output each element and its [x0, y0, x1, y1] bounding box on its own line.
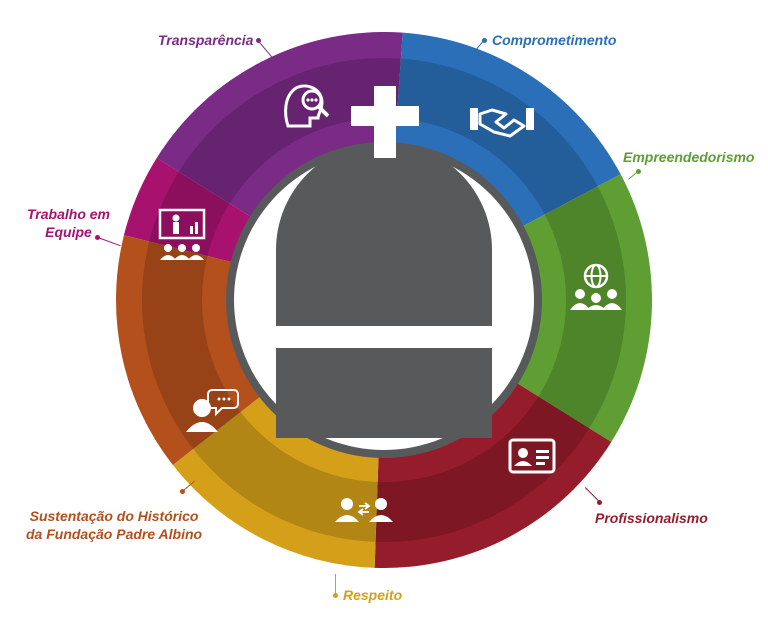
leader-line-respeito	[335, 574, 336, 594]
logo-arch-top	[276, 142, 492, 326]
logo-arch-base	[276, 348, 492, 438]
label-empreendedorismo: Empreendedorismo	[623, 149, 755, 165]
leader-dot-empreendedorismo	[636, 169, 641, 174]
label-comprometimento: Comprometimento	[492, 32, 617, 48]
label-transparencia: Transparência	[158, 32, 254, 48]
label-profissionalismo: Profissionalismo	[595, 510, 708, 526]
logo-cross-horizontal	[351, 106, 419, 126]
label-sustentacao: Sustentação do Histórico da Fundação Pad…	[26, 507, 202, 543]
segment-transparencia	[156, 32, 403, 221]
label-trabalho-line2: Equipe	[45, 224, 92, 240]
label-sustentacao-line2: da Fundação Padre Albino	[26, 526, 203, 542]
foundation-logo	[276, 86, 492, 438]
leader-dot-respeito	[333, 593, 338, 598]
people-exchange-icon	[335, 498, 393, 522]
label-trabalho: Trabalho em Equipe	[27, 205, 110, 241]
leader-dot-transparencia	[256, 38, 261, 43]
id-card-icon	[508, 438, 556, 474]
segment-comprometimento	[394, 32, 621, 230]
label-respeito: Respeito	[343, 587, 403, 603]
presentation-team-icon	[158, 208, 206, 260]
segment-profissionalismo	[374, 379, 612, 568]
leader-dot-profissionalismo	[597, 500, 602, 505]
globe-team-icon	[570, 263, 622, 310]
leader-dot-trabalho	[95, 235, 100, 240]
segment-respeito	[172, 392, 379, 568]
label-trabalho-line1: Trabalho em	[27, 206, 110, 222]
leader-dot-comprometimento	[482, 38, 487, 43]
label-sustentacao-line1: Sustentação do Histórico	[29, 508, 199, 524]
handshake-icon	[470, 108, 534, 138]
person-speech-icon	[186, 389, 239, 432]
person-search-icon	[284, 84, 330, 128]
